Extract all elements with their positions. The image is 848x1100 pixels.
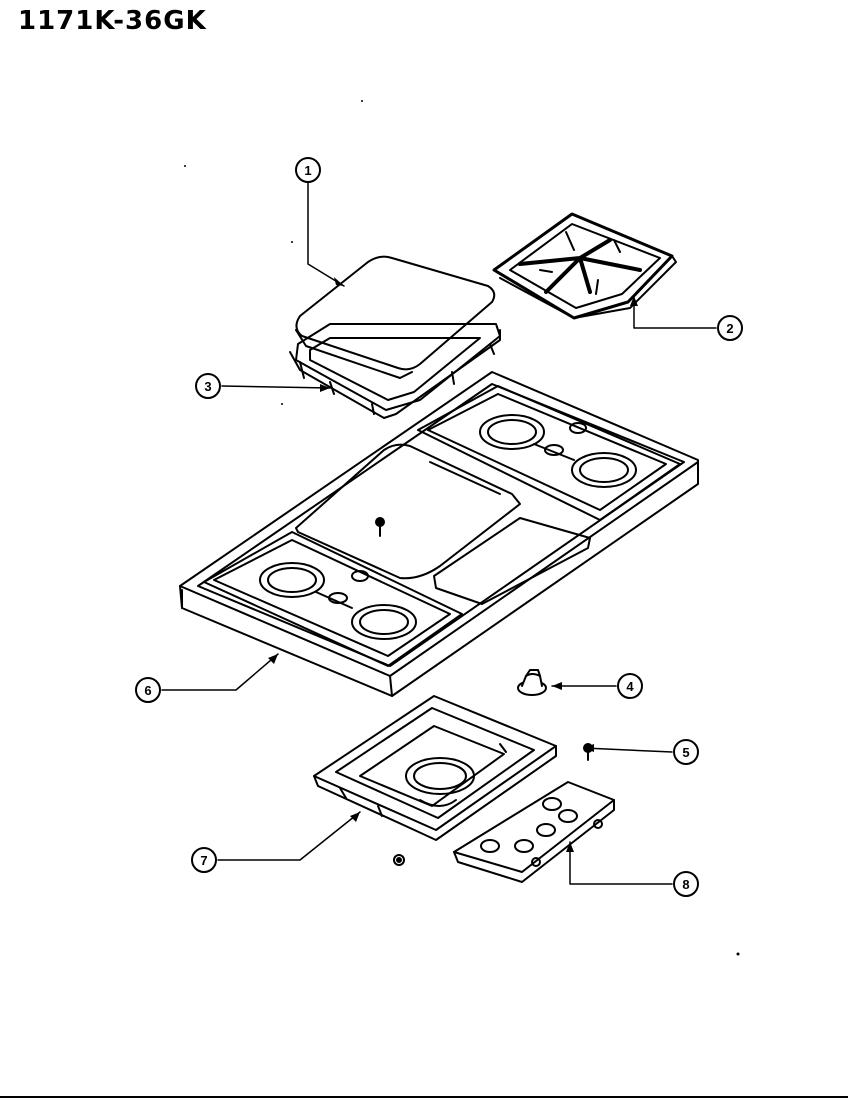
callout-number: 5 [682,745,689,760]
callout-6[interactable]: 6 [135,677,161,703]
leader-lines [161,181,717,885]
callout-5[interactable]: 5 [673,739,699,765]
callout-2[interactable]: 2 [717,315,743,341]
burner-box-icon[interactable] [313,695,557,841]
cooktop-panel-icon[interactable] [179,371,699,697]
vent-plate-icon[interactable] [453,781,615,883]
callout-4[interactable]: 4 [617,673,643,699]
griddle-plate-icon[interactable] [295,255,496,379]
griddle-frame-icon[interactable] [289,323,501,419]
callout-7[interactable]: 7 [191,847,217,873]
callout-number: 6 [144,683,151,698]
scan-specks [184,100,740,956]
callout-number: 8 [682,877,689,892]
model-title: 1171K-36GK [18,6,207,36]
callout-3[interactable]: 3 [195,373,221,399]
callout-number: 4 [626,679,634,694]
callout-8[interactable]: 8 [673,871,699,897]
callout-number: 7 [200,853,207,868]
burner-grate-icon[interactable] [492,212,677,320]
callout-number: 2 [726,321,733,336]
knob-icon[interactable] [517,669,547,696]
callout-1[interactable]: 1 [295,157,321,183]
nut-icon [393,854,405,866]
callout-number: 3 [204,379,211,394]
bottom-rule [0,1096,848,1098]
callout-number: 1 [304,163,311,178]
leader-arrowheads [268,277,638,852]
